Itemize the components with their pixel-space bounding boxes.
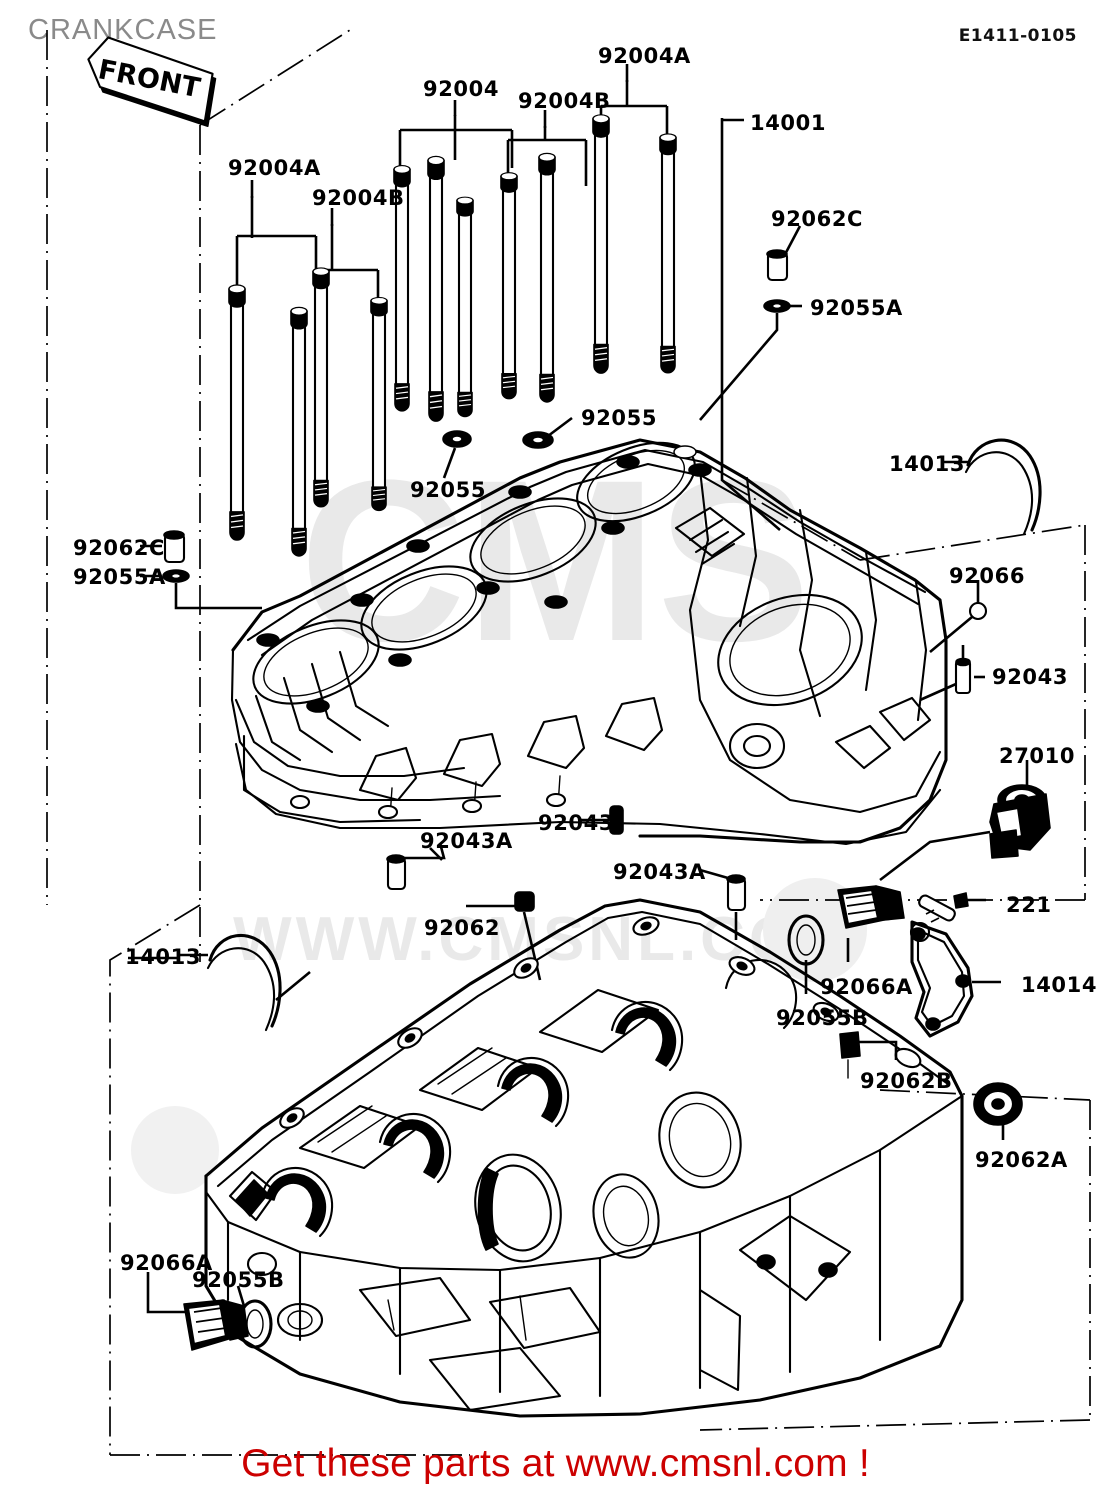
switch-27010 [879, 760, 1051, 882]
clip-14013-left [180, 933, 311, 1032]
oring-92055-b [442, 430, 472, 479]
lower-crankcase-half [204, 898, 964, 1418]
callout-92004B-right: 92004B [518, 89, 611, 113]
callout-27010: 27010 [999, 744, 1076, 768]
callout-92004A-left: 92004A [228, 156, 321, 180]
oring-92055A-right [699, 299, 802, 421]
stud-bolt-cluster [227, 80, 678, 558]
callout-14013-right: 14013 [889, 452, 966, 476]
callout-92066: 92066 [949, 564, 1026, 588]
callout-92066A-right: 92066A [820, 975, 913, 999]
plug-92062A [973, 1082, 1023, 1140]
front-arrow-badge: FRONT [87, 36, 217, 127]
callout-92062B: 92062B [860, 1069, 953, 1093]
callout-92062A: 92062A [975, 1148, 1068, 1172]
plug-92062C-right [766, 225, 802, 282]
callout-92055-b: 92055 [410, 478, 487, 502]
footer-promo-text: Get these parts at www.cmsnl.com ! [241, 1442, 870, 1485]
callout-92004A-right: 92004A [598, 44, 691, 68]
upper-crankcase-half [230, 438, 948, 846]
callout-92062C-left: 92062C [73, 536, 166, 560]
oring-92055-a [522, 416, 573, 449]
callout-92004B-left: 92004B [312, 186, 405, 210]
diagram-code: E1411-0105 [958, 26, 1077, 46]
callout-92062-mid: 92062 [424, 916, 501, 940]
callout-92004: 92004 [423, 77, 500, 101]
callout-14013-left: 14013 [125, 945, 202, 969]
dowel-pin-92043-right [919, 645, 985, 702]
dowel-pin-92043A-left [386, 842, 446, 891]
assembly-bracket-14001 [720, 118, 781, 531]
callout-92055-a: 92055 [581, 406, 658, 430]
callout-92043A-right: 92043A [613, 860, 706, 884]
label-leader-lines [128, 64, 629, 960]
callout-92043A-left: 92043A [420, 829, 513, 853]
callout-92055A-right: 92055A [810, 296, 903, 320]
clip-14013-right [943, 438, 1042, 536]
callout-92062C-right: 92062C [771, 207, 864, 231]
callout-92043-mid: 92043 [538, 811, 615, 835]
grouping-frames [46, 29, 1091, 1456]
callout-221: 221 [1006, 893, 1052, 917]
oring-92055A-left [140, 569, 262, 610]
drain-plug-92066A-right [837, 885, 905, 962]
page-title: CRANKCASE [28, 14, 218, 46]
callout-92055B-right: 92055B [776, 1006, 869, 1030]
callout-92055B-left: 92055B [192, 1268, 285, 1292]
oring-92055B-left [236, 1285, 273, 1349]
dowel-pin-92043-mid [578, 805, 624, 835]
callout-92066A-left: 92066A [120, 1251, 213, 1275]
callout-14001: 14001 [750, 111, 827, 135]
plug-92062C-left [140, 530, 186, 564]
plate-14014 [910, 920, 1001, 1038]
dowel-pin-92043A-right [699, 868, 747, 940]
plug-92062B [839, 1031, 898, 1079]
oring-92055B-right [787, 914, 825, 994]
plug-92066 [929, 580, 988, 653]
callout-92043-right: 92043 [992, 665, 1069, 689]
callout-14014: 14014 [1021, 973, 1098, 997]
callout-92055A-left: 92055A [73, 565, 166, 589]
